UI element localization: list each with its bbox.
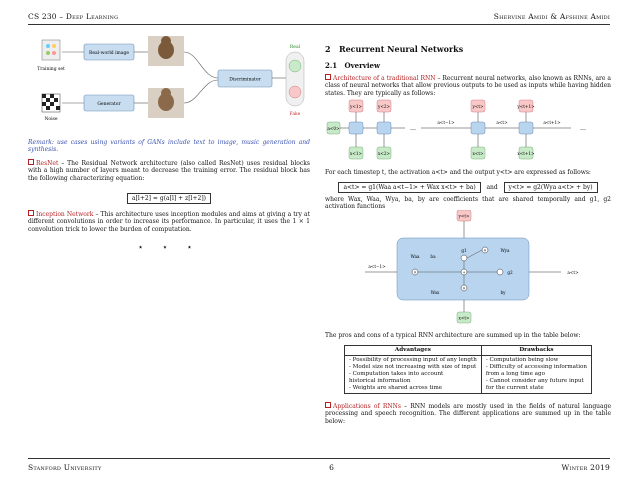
fake-indicator [288, 85, 302, 99]
training-set-label: Training set [37, 66, 65, 72]
svg-text:…: … [410, 125, 416, 132]
real-indicator [288, 59, 302, 73]
training-set-icon [41, 39, 61, 61]
rnn-title: Architecture of a traditional RNN [333, 75, 436, 82]
drawbacks-header: Drawbacks [480, 344, 593, 356]
rnn-paragraph: Architecture of a traditional RNN – Recu… [325, 74, 611, 97]
svg-text:+: + [462, 270, 465, 275]
activation-equation: a<t> = g1(Waa a<t−1> + Wax x<t> + ba) [338, 181, 481, 193]
applications-title: Applications of RNNs [333, 402, 401, 410]
svg-text:y<2>: y<2> [377, 104, 391, 109]
svg-text:Waa: Waa [411, 254, 420, 259]
svg-text:a<t−1>: a<t−1> [368, 264, 386, 269]
right-column: 2 Recurrent Neural Networks 2.1 Overview… [325, 30, 611, 425]
discriminator-box [217, 69, 273, 88]
svg-text:g2: g2 [507, 270, 513, 275]
footer-right: Winter 2019 [561, 463, 610, 472]
rnn-cell-t1 [518, 121, 534, 135]
svg-text:x<t>: x<t> [458, 316, 470, 321]
rnn-cell-diagram: y<t> x<t> a<t−1> a<t> × Waa ba + g1 × Wy… [365, 210, 579, 324]
svg-text:g1: g1 [461, 248, 467, 253]
svg-text:by: by [500, 290, 506, 295]
svg-text:x<2>: x<2> [378, 151, 391, 156]
resnet-text: – The Residual Network architecture (als… [28, 159, 310, 182]
output-equation: y<t> = g2(Wya a<t> + by) [503, 181, 598, 193]
svg-text:y<t>: y<t> [457, 214, 470, 219]
rnn-unrolled-diagram: a<0> y<1> x<1> y<2> x<2> … a<t−1> [326, 99, 586, 160]
discriminator-label: Discriminator [229, 77, 261, 83]
where-text: where Wax, Waa, Wya, ba, by are coeffici… [325, 195, 611, 211]
pros-cons-text: The pros and cons of a typical RNN archi… [325, 332, 581, 340]
svg-text:x<1>: x<1> [350, 151, 363, 156]
svg-text:a<t−1>: a<t−1> [437, 120, 455, 125]
gan-figure: Training set Real-world image Noise Gene… [37, 36, 305, 122]
svg-text:y<t+1>: y<t+1> [516, 104, 535, 109]
rnn-text: – Recurrent neural networks, also known … [325, 75, 611, 97]
left-column: Training set Real-world image Noise Gene… [28, 30, 310, 253]
svg-text:x<t+1>: x<t+1> [517, 151, 535, 156]
noise-image [41, 93, 61, 113]
inception-paragraph: Inception Network – This architecture us… [28, 210, 310, 233]
rnn-equations: a<t> = g1(Waa a<t−1> + Wax x<t> + ba) an… [325, 181, 611, 193]
section-stars: ⋆ ⋆ ⋆ [137, 243, 201, 254]
rnn-cell-2 [376, 121, 392, 135]
svg-text:a<0>: a<0> [327, 126, 340, 131]
svg-text:ba: ba [430, 254, 436, 259]
drawbacks-cell: - Computation being slow - Difficulty of… [480, 354, 593, 394]
footer-rule [28, 458, 610, 459]
inception-text: – This architecture uses inception modul… [28, 211, 311, 233]
svg-text:x<t>: x<t> [472, 151, 484, 156]
header-left: CS 230 – Deep Learning [28, 12, 119, 21]
svg-text:a<t+1>: a<t+1> [543, 120, 561, 125]
noise-label: Noise [44, 116, 57, 122]
svg-text:y<1>: y<1> [349, 104, 363, 109]
resnet-paragraph: ResNet – The Residual Network architectu… [28, 158, 310, 182]
rnn-cell-t [470, 121, 486, 135]
rnn-cell-1 [348, 121, 364, 135]
svg-text:×: × [413, 270, 416, 275]
svg-text:×: × [462, 286, 465, 291]
header-right: Shervine Amidi & Afshine Amidi [493, 12, 610, 21]
svg-text:Wax: Wax [431, 290, 440, 295]
real-world-image-label: Real-world image [89, 50, 129, 56]
real-label: Real [290, 44, 301, 50]
page-footer: Stanford University 6 Winter 2019 [28, 463, 610, 472]
resnet-equation: a[l+2] = g(a[l] + z[l+2]) [126, 193, 211, 205]
resnet-equation-wrap: a[l+2] = g(a[l] + z[l+2]) [28, 185, 310, 205]
advantages-header: Advantages [343, 344, 482, 356]
gan-remark: Remark: use cases using variants of GANs… [28, 139, 310, 154]
advantages-cell: - Possibility of processing input of any… [343, 354, 482, 394]
subsection-heading: 2.1 Overview [325, 61, 381, 70]
svg-text:Wya: Wya [500, 248, 510, 253]
svg-text:y<t>: y<t> [471, 104, 484, 109]
svg-text:…: … [580, 125, 586, 132]
footer-left: Stanford University [28, 463, 102, 472]
header-rule [28, 24, 610, 25]
pros-cons-table: Advantages Drawbacks - Possibility of pr… [343, 344, 593, 394]
svg-text:a<t>: a<t> [567, 270, 579, 275]
inception-title: Inception Network [36, 211, 94, 219]
page-header: CS 230 – Deep Learning Shervine Amidi & … [28, 12, 610, 21]
svg-text:×: × [483, 248, 486, 253]
fake-label: Fake [290, 111, 301, 117]
resnet-title: ResNet [36, 159, 59, 167]
timestep-text: For each timestep t, the activation a<t>… [325, 169, 591, 177]
page-number: 6 [329, 463, 334, 472]
applications-paragraph: Applications of RNNs – RNN models are mo… [325, 401, 611, 425]
generator-label: Generator [97, 101, 121, 107]
applications-text: – RNN models are mostly used in the fiel… [325, 402, 611, 425]
svg-text:a<t>: a<t> [496, 120, 508, 125]
section-heading: 2 Recurrent Neural Networks [325, 44, 464, 54]
